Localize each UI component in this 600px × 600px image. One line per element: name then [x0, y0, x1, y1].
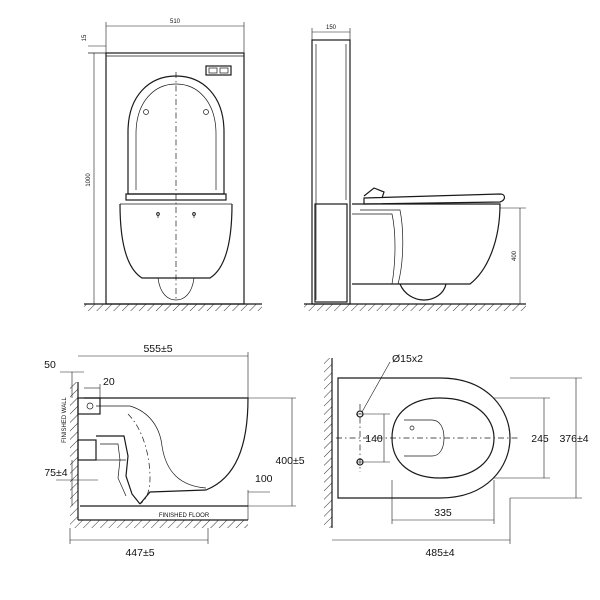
plan-hole-spacing-dimension: 140 — [356, 413, 390, 463]
section-base-label: 447±5 — [125, 547, 154, 559]
plan-outer-length-dimension: 485±4 — [332, 498, 511, 559]
front-top-offset-dimension: 15 — [82, 34, 106, 54]
front-height-dimension: 1000 — [86, 52, 106, 304]
section-base-dimension: 447±5 — [69, 528, 209, 559]
plan-bowl-outer — [337, 377, 511, 499]
plan-holes-label: Ø15x2 — [392, 353, 423, 365]
section-drain-label: 75±4 — [44, 467, 67, 479]
plan-outer-width-dimension: 376±4 — [510, 377, 589, 499]
front-height-label: 1000 — [86, 173, 92, 187]
section-wall-hatch — [70, 382, 78, 520]
section-floor-gap-label: 100 — [255, 473, 273, 485]
plan-wall-hatch — [324, 358, 332, 528]
side-seat — [363, 193, 506, 205]
section-length-label: 555±5 — [143, 343, 172, 355]
section-view: 555±5 50 20 FINISHED WALL 400±5 75±4 10 — [44, 343, 305, 559]
side-depth-label: 150 — [326, 25, 337, 31]
section-drain-dimension: 75±4 — [44, 460, 98, 506]
section-floor-hatch — [70, 520, 248, 528]
flush-button-plate — [205, 65, 232, 76]
section-length-dimension: 555±5 — [78, 343, 249, 398]
plan-outer-length-label: 485±4 — [425, 547, 454, 559]
front-floor-hatch — [84, 304, 262, 311]
side-bowl — [352, 203, 501, 285]
front-view: 510 15 1000 — [82, 19, 262, 311]
plan-view: Ø15x2 140 245 376±4 335 — [324, 353, 589, 559]
front-width-dimension: 510 — [105, 19, 245, 53]
section-trap — [96, 435, 141, 505]
side-frame — [311, 39, 351, 305]
front-panel — [105, 52, 245, 305]
plan-outer-width-label: 376±4 — [559, 433, 588, 445]
plan-inner-length-dimension: 335 — [391, 480, 495, 524]
plan-holes-callout: Ø15x2 — [361, 353, 423, 413]
section-offset-inner-label: 20 — [103, 376, 115, 388]
side-height-label: 400 — [512, 250, 518, 261]
side-depth-dimension: 150 — [311, 25, 351, 40]
plan-hole-spacing-label: 140 — [365, 433, 383, 445]
section-floor-label: FINISHED FLOOR — [159, 513, 210, 519]
plan-inner-length-label: 335 — [434, 507, 452, 519]
section-wall-label: FINISHED WALL — [62, 396, 68, 442]
section-offset-top-dimension: 50 — [44, 359, 84, 398]
section-floor-gap-dimension: 100 — [247, 473, 273, 520]
front-top-offset-label: 15 — [82, 34, 88, 41]
section-height-dimension: 400±5 — [248, 397, 305, 507]
plan-inner-width-dimension: 245 — [494, 397, 550, 479]
side-floor-hatch — [304, 304, 526, 311]
section-offset-inner-dimension: 20 — [84, 376, 115, 398]
side-tank — [314, 203, 348, 303]
section-offset-top-label: 50 — [44, 359, 56, 371]
front-width-label: 510 — [170, 19, 181, 25]
plan-inner-width-label: 245 — [531, 433, 549, 445]
section-bowl — [84, 397, 249, 505]
section-height-label: 400±5 — [275, 455, 304, 467]
side-view: 150 400 — [304, 25, 526, 311]
side-height-dimension: 400 — [500, 207, 526, 304]
